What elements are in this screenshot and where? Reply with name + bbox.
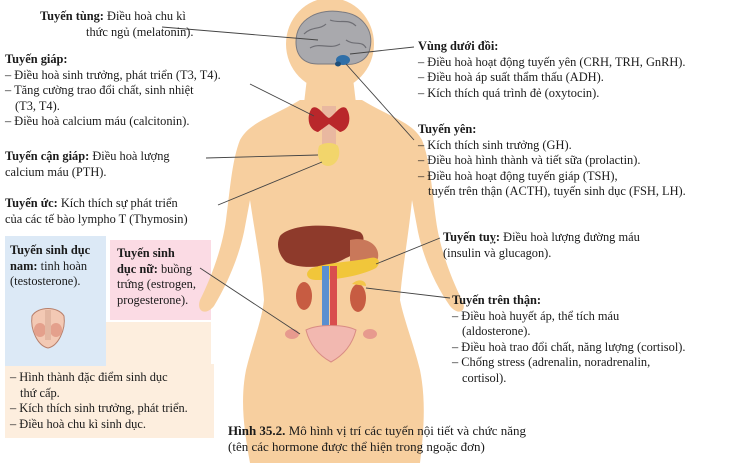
female-gland-box xyxy=(110,240,211,320)
liver xyxy=(278,225,364,267)
adrenal-kidney-left xyxy=(296,282,312,310)
brain xyxy=(295,10,372,67)
ovary-left xyxy=(285,329,299,339)
figure-caption: Hình 35.2. Mô hình vị trí các tuyến nội … xyxy=(228,423,527,454)
aorta xyxy=(322,266,329,336)
vena-cava xyxy=(330,266,337,336)
label-adrenal-gland: Tuyến trên thận: – Điều hoà huyết áp, th… xyxy=(452,293,686,385)
label-parathyroid-gland: Tuyến cận giáp: Điều hoà lượng calcium m… xyxy=(5,149,170,179)
label-thyroid-gland: Tuyến giáp: – Điều hoà sinh trưởng, phát… xyxy=(5,52,221,129)
leader-lines xyxy=(161,26,451,335)
label-pancreas: Tuyến tuỵ: Điều hoà lượng đường máu (ins… xyxy=(443,230,640,260)
label-thymus: Tuyến ức: Kích thích sự phát triển của c… xyxy=(5,196,188,226)
thyroid-gland xyxy=(308,107,350,132)
thymus-gland xyxy=(318,143,340,166)
label-pituitary-gland: Tuyến yên: – Kích thích sinh trưởng (GH)… xyxy=(418,122,686,199)
label-reproductive-functions: – Hình thành đặc điểm sinh dục thứ cấp. … xyxy=(10,370,188,431)
label-hypothalamus: Vùng dưới đồi: – Điều hoà hoạt động tuyế… xyxy=(418,39,686,100)
uterus xyxy=(305,325,357,363)
label-pineal-gland: Tuyến tùng: Điều hoà chu kì thức ngủ (me… xyxy=(40,9,194,39)
label-female-gland: Tuyến sinh dục nữ: buồng trứng (estrogen… xyxy=(117,246,196,307)
male-reproductive-icon xyxy=(31,308,65,349)
adrenal-gland xyxy=(352,280,366,286)
ovary-right xyxy=(363,329,377,339)
label-male-gland: Tuyến sinh dục nam: tinh hoàn (testoster… xyxy=(10,243,91,289)
common-gland-box xyxy=(5,322,214,438)
adrenal-kidney-right xyxy=(350,284,366,312)
